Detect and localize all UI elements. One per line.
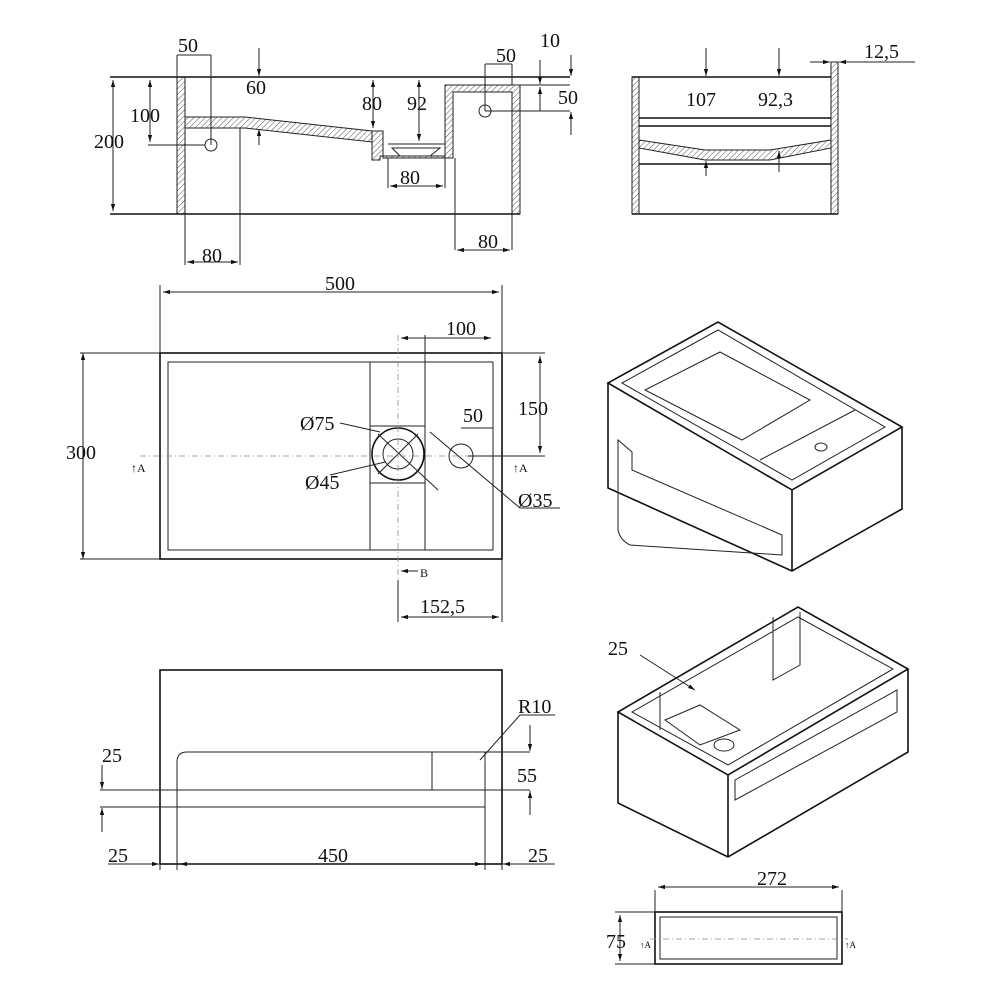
dim-label: 100	[446, 318, 476, 340]
dim-label: 107	[686, 89, 716, 111]
section-marker: ↑A	[845, 940, 857, 950]
dim-label: 80	[400, 167, 420, 189]
section-marker: ↑A	[513, 461, 528, 475]
dim-label: 92,3	[758, 89, 793, 111]
dim-label: 50	[496, 45, 516, 67]
plan-view: 500 100 150 300 Ø75 Ø45 50 Ø35 ↑A ↑A B 1…	[66, 273, 560, 622]
dim-label: 80	[202, 245, 222, 267]
dim-label: 500	[325, 273, 355, 295]
end-section-view: 107 92,3 12,5	[631, 41, 915, 215]
dim-label: 80	[362, 93, 382, 115]
dim-label: 100	[130, 105, 160, 127]
dim-label: 10	[540, 30, 560, 52]
isometric-view-top	[606, 321, 904, 572]
dim-label: 152,5	[420, 596, 465, 618]
dim-label: 92	[407, 93, 427, 115]
dim-label: 55	[517, 765, 537, 787]
section-marker: ↑A	[640, 940, 652, 950]
dim-label: 25	[108, 845, 128, 867]
dim-label: 272	[757, 868, 787, 890]
dim-label: Ø75	[300, 413, 334, 435]
dim-label: Ø35	[518, 490, 552, 512]
dim-label: 50	[463, 405, 483, 427]
side-section-view: 50 60 100 200 80 92 80 50 10 50 80 80	[94, 30, 578, 267]
dim-label: 50	[558, 87, 578, 109]
dim-label: 25	[102, 745, 122, 767]
dim-label: 450	[318, 845, 348, 867]
dim-label: 50	[178, 35, 198, 57]
dim-label: 12,5	[864, 41, 899, 63]
dim-label: 25	[608, 638, 628, 660]
dim-label: 200	[94, 131, 124, 153]
dim-label: 300	[66, 442, 96, 464]
dim-label: Ø45	[305, 472, 339, 494]
dim-label: 25	[528, 845, 548, 867]
dim-label: 80	[478, 231, 498, 253]
dim-label: 60	[246, 77, 266, 99]
towel-bar-detail-view: 272 75 ↑A ↑A	[606, 868, 857, 965]
front-view: R10 25 55 25 450 25	[99, 669, 555, 870]
dim-label: 75	[606, 931, 626, 953]
dim-label: 150	[518, 398, 548, 420]
isometric-view-bottom: 25	[608, 606, 910, 858]
dim-label: R10	[518, 696, 551, 718]
section-marker: B	[420, 566, 428, 580]
section-marker: ↑A	[131, 461, 146, 475]
